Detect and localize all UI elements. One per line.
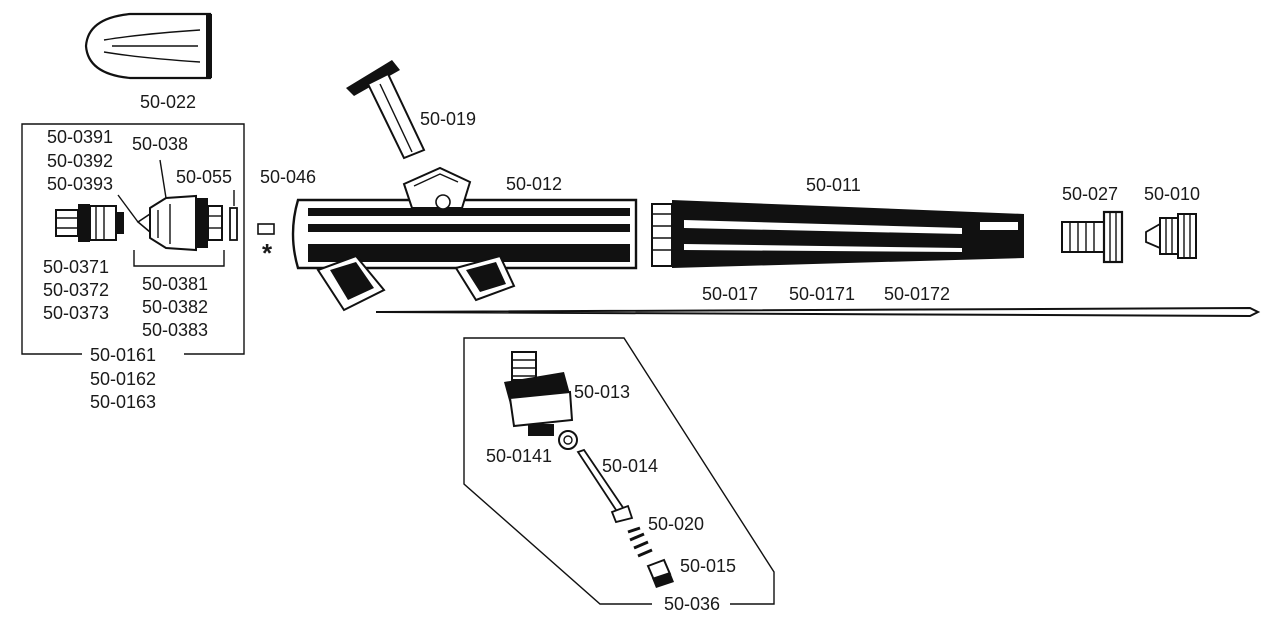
washer-part — [229, 207, 238, 241]
head-part — [136, 194, 223, 252]
label-needle-a: 50-017 — [702, 284, 758, 304]
label-tip-c: 50-0373 — [43, 303, 109, 323]
label-cap: 50-022 — [140, 92, 196, 112]
label-body-part-c: 50-0383 — [142, 320, 208, 340]
body-part — [291, 166, 638, 312]
needle-nut-part — [1061, 210, 1124, 264]
label-washer: 50-055 — [176, 167, 232, 187]
label-valve-spring: 50-020 — [648, 514, 704, 534]
label-valve-screw: 50-015 — [680, 556, 736, 576]
valve-stem-part — [576, 448, 634, 524]
label-tip-b: 50-0372 — [43, 280, 109, 300]
handle-part — [651, 200, 1024, 268]
trigger-part — [346, 60, 426, 160]
label-trigger: 50-019 — [420, 109, 476, 129]
label-needle-c: 50-0172 — [884, 284, 950, 304]
tip-part — [55, 204, 124, 242]
label-valve-stem: 50-014 — [602, 456, 658, 476]
label-head-cap: 50-038 — [132, 134, 188, 154]
label-nozzle-group: 50-0161 — [90, 345, 156, 365]
valve-spring-part — [627, 526, 653, 558]
leader-head — [117, 194, 139, 223]
seal-part — [257, 223, 275, 235]
label-handle: 50-011 — [806, 175, 861, 195]
label-body-part-b: 50-0382 — [142, 297, 208, 317]
needle-part — [375, 306, 1261, 318]
label-head-b: 50-0392 — [47, 151, 113, 171]
valve-assembly-box — [463, 337, 775, 605]
label-needle-nut: 50-027 — [1062, 184, 1118, 204]
label-valve-body: 50-013 — [574, 382, 630, 402]
label-needle-b: 50-0171 — [789, 284, 855, 304]
bracket-body-part — [133, 250, 225, 267]
label-valve-oring: 50-0141 — [486, 446, 552, 466]
label-head-a: 50-0391 — [47, 127, 113, 147]
label-seal: 50-046 — [260, 167, 316, 187]
label-valve-assembly: 50-036 — [664, 594, 720, 614]
valve-body-part — [504, 351, 574, 436]
label-tip-a: 50-0371 — [43, 257, 109, 277]
seal-asterisk: * — [262, 238, 273, 268]
cap-part — [84, 12, 212, 80]
label-nozzle-group-alt2: 50-0163 — [90, 392, 156, 412]
label-body-part-a: 50-0381 — [142, 274, 208, 294]
lock-nut-part — [1145, 213, 1197, 259]
label-lock-nut: 50-010 — [1144, 184, 1200, 204]
nozzle-group-box — [21, 123, 245, 355]
label-body: 50-012 — [506, 174, 562, 194]
valve-screw-part — [646, 558, 674, 588]
label-nozzle-group-alt1: 50-0162 — [90, 369, 156, 389]
label-head-c: 50-0393 — [47, 174, 113, 194]
leader-head-cap — [159, 159, 167, 199]
valve-oring-part — [558, 430, 578, 450]
